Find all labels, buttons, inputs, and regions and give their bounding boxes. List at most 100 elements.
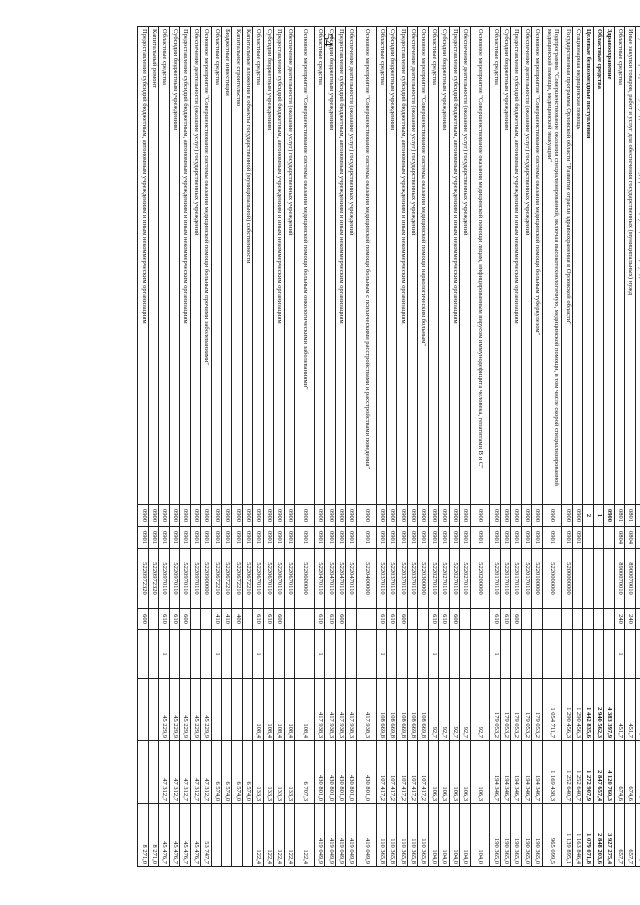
amount-year-3: 122,4 <box>284 803 295 867</box>
row-name: Стационарная медицинская помощь <box>572 26 583 505</box>
target-article-code <box>603 548 615 609</box>
target-article-code: 5220470110 <box>324 548 336 609</box>
funding-source-code <box>273 629 285 679</box>
row-name: Субсидии бюджетным учреждениям <box>169 26 180 505</box>
amount-year-1: 108,4 <box>252 678 264 741</box>
section-code: 0900 <box>324 504 336 527</box>
amount-year-1: 417 938,3 <box>314 678 325 741</box>
section-code: 0900 <box>500 504 511 527</box>
funding-source-code <box>500 629 511 679</box>
funding-source-code <box>263 629 274 679</box>
section-code: 0900 <box>449 504 460 527</box>
amount-year-2: 430 801,0 <box>324 740 336 804</box>
amount-year-2: 6 574,0 <box>221 740 232 804</box>
subsection-code: 0901 <box>489 526 501 549</box>
expense-type-code: 610 <box>386 608 397 630</box>
row-name: Субсидии бюджетным учреждениям <box>263 26 274 505</box>
row-name: Иные закупки товаров, работ и услуг для … <box>624 26 636 505</box>
section-code: 0900 <box>407 504 418 527</box>
amount-year-2: 674,6 <box>614 740 625 804</box>
table-row: Основное мероприятие "Совершенствование … <box>417 26 429 867</box>
table-row: Капитальные вложения в объекты государст… <box>242 26 253 867</box>
target-article-code: 5220300000 <box>417 548 429 609</box>
amount-year-3: 1 139 895,1 <box>562 803 573 867</box>
amount-year-2 <box>138 740 149 804</box>
table-row: Предоставление субсидий бюджетным, автон… <box>335 26 346 867</box>
amount-year-2: 194 346,7 <box>489 740 501 804</box>
row-name: Предоставление субсидий бюджетным, автон… <box>335 26 346 505</box>
amount-year-2: 47 312,7 <box>179 740 191 804</box>
amount-year-3 <box>211 803 222 867</box>
amount-year-3: 122,4 <box>263 803 274 867</box>
expense-type-code: 600 <box>179 608 191 630</box>
target-article-code: 5220470110 <box>314 548 325 609</box>
amount-year-1: 1 054 711,7 <box>542 678 562 741</box>
subsection-code: 0804 <box>635 526 640 549</box>
subsection-code: 0901 <box>242 526 253 549</box>
table-row: Предоставление субсидий бюджетным, автон… <box>449 26 460 867</box>
funding-source-code <box>438 629 450 679</box>
amount-year-1 <box>242 678 253 741</box>
section-code: 0900 <box>252 504 264 527</box>
target-article-code: 5220370110 <box>376 548 387 609</box>
section-code: 0900 <box>521 504 532 527</box>
expense-type-code: 610 <box>489 608 501 630</box>
expense-type-code: 610 <box>438 608 450 630</box>
expense-type-code: 610 <box>169 608 180 630</box>
table-row: Предоставление субсидий бюджетным, автон… <box>138 26 149 867</box>
amount-year-2 <box>148 740 159 804</box>
funding-source-code: 1 <box>489 629 501 679</box>
amount-year-2: 107 417,2 <box>396 740 408 804</box>
amount-year-2: 6 574,0 <box>211 740 222 804</box>
section-code: 0900 <box>376 504 387 527</box>
table-row: Обеспечение деятельности (оказание услуг… <box>284 26 295 867</box>
amount-year-2: 430 801,0 <box>314 740 325 804</box>
expense-type-code: 610 <box>376 608 387 630</box>
amount-year-2: 1 169 438,3 <box>542 740 562 804</box>
amount-year-3: 45 476,7 <box>190 803 201 867</box>
target-article-code: 8900070010 <box>614 548 625 609</box>
funding-source-code <box>531 629 543 679</box>
section-code: 0900 <box>396 504 408 527</box>
expense-type-code: 610 <box>324 608 336 630</box>
funding-source-code: 1 <box>614 629 625 679</box>
expense-type-code: 600 <box>138 608 149 630</box>
table-row: Иные закупки товаров, работ и услуг для … <box>624 26 636 867</box>
section-code: 0801 <box>624 504 636 527</box>
table-row: Предоставление субсидий бюджетным, автон… <box>179 26 191 867</box>
funding-source-code <box>624 629 636 679</box>
amount-year-3: 45 476,7 <box>169 803 180 867</box>
amount-year-3: 104,0 <box>449 803 460 867</box>
amount-year-1: 92,7 <box>428 678 439 741</box>
funding-source-code <box>521 629 532 679</box>
row-name: Предоставление субсидий бюджетным, автон… <box>510 26 522 505</box>
amount-year-1: 179 053,2 <box>489 678 501 741</box>
amount-year-2: 1 272 907,9 <box>582 740 594 804</box>
subsection-code: 0901 <box>324 526 336 549</box>
amount-year-2: 430 801,0 <box>335 740 346 804</box>
subsection-code: 0804 <box>624 526 636 549</box>
expense-type-code <box>345 608 357 630</box>
amount-year-2: 1 252 640,7 <box>572 740 583 804</box>
amount-year-3: 419 049,9 <box>335 803 346 867</box>
funding-source-code <box>572 629 583 679</box>
amount-year-1: 45 229,9 <box>200 678 212 741</box>
expense-type-code <box>356 608 377 630</box>
funding-source-code <box>324 629 336 679</box>
subsection-code: 0901 <box>294 526 315 549</box>
amount-year-2: 6 574,0 <box>231 740 243 804</box>
table-row: Предоставление субсидий бюджетным, автон… <box>396 26 408 867</box>
amount-year-2: 107 417,2 <box>417 740 429 804</box>
row-name: Основное мероприятие "Совершенствование … <box>531 26 543 505</box>
funding-source-code: 1 <box>428 629 439 679</box>
funding-source-code <box>562 629 573 679</box>
subsection-code: 0901 <box>335 526 346 549</box>
amount-year-3: 104,0 <box>459 803 471 867</box>
subsection-code: 0901 <box>356 526 377 549</box>
subsection-code: 0901 <box>200 526 212 549</box>
